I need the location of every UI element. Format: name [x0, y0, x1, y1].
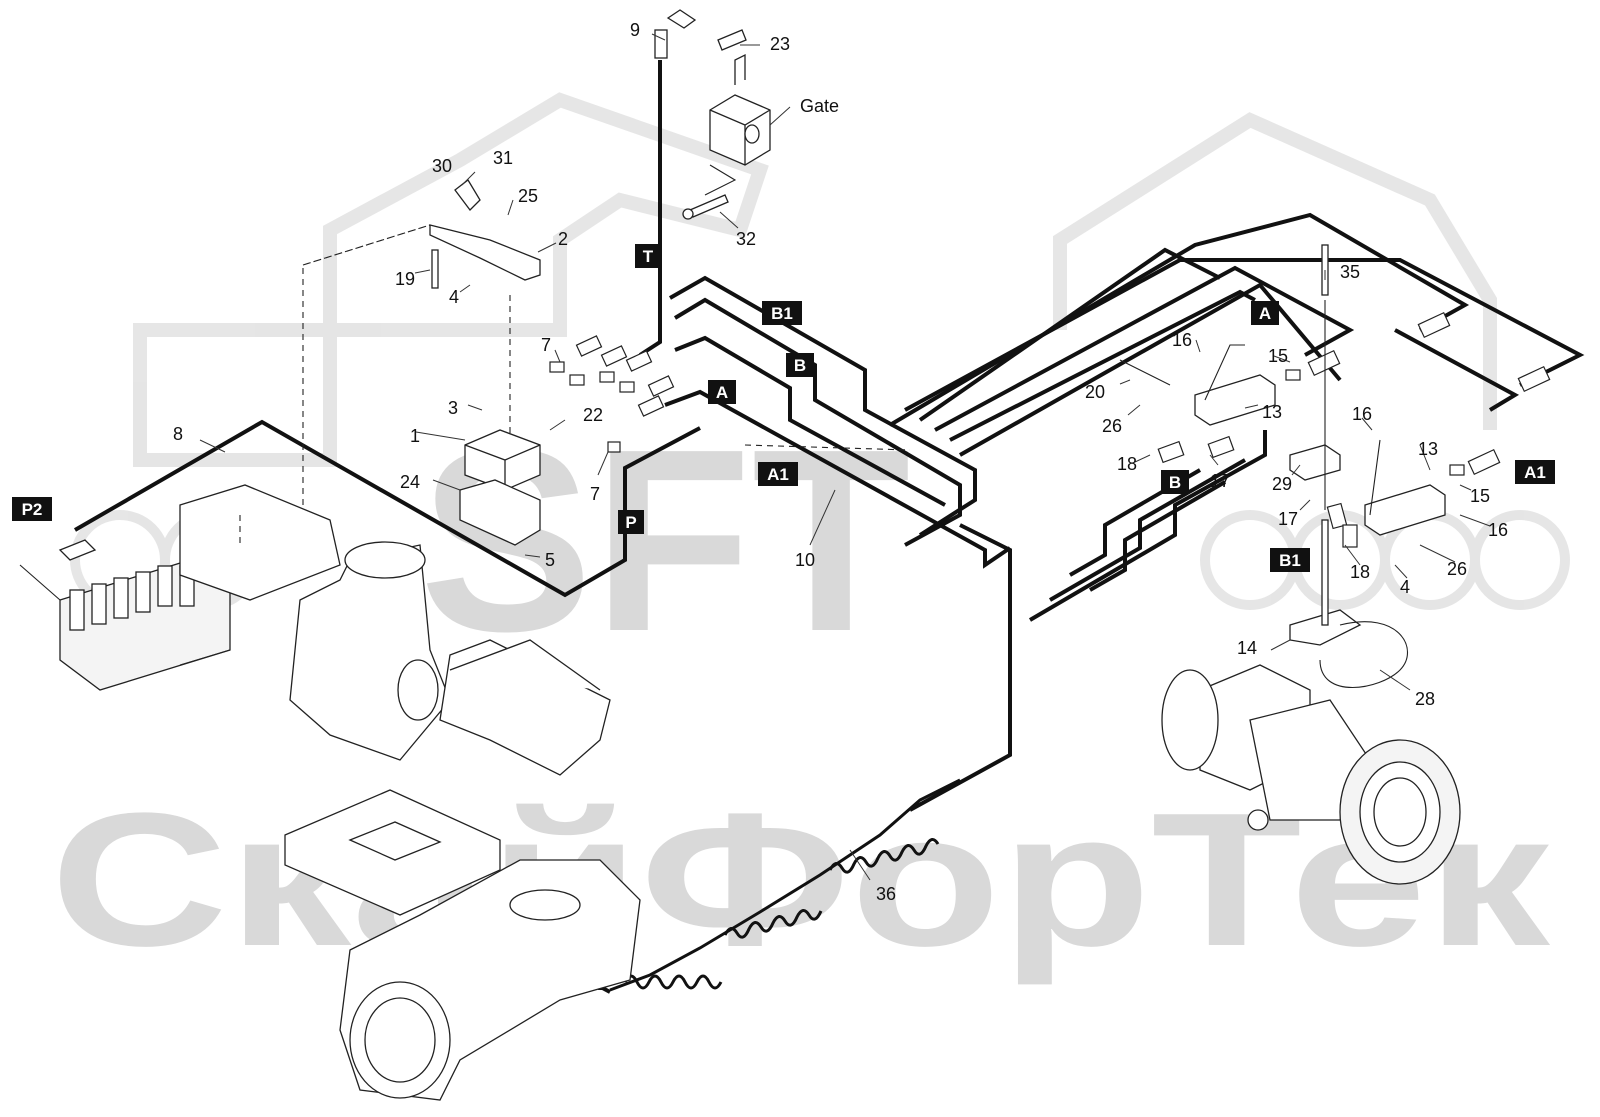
callout-7-top: 7	[541, 335, 551, 355]
pipe-right-3	[888, 212, 1470, 427]
callout-13-a: 13	[1262, 402, 1282, 422]
pipe-right-lower-3	[1069, 468, 1202, 577]
port-tags: T B1 B A A1 P P2 A B A1 B1	[12, 244, 1555, 572]
callout-8: 8	[173, 424, 183, 444]
front-axle	[284, 789, 641, 1101]
callout-32: 32	[736, 229, 756, 249]
svg-text:B: B	[1169, 473, 1181, 492]
svg-text:T: T	[643, 247, 654, 266]
callout-24: 24	[400, 472, 420, 492]
callout-7-bottom: 7	[590, 484, 600, 504]
pipe-b1	[669, 275, 977, 537]
callout-16-a: 16	[1172, 330, 1192, 350]
port-tag-a1-right: A1	[1515, 460, 1555, 484]
pipe-p2	[73, 419, 701, 598]
callouts: 9 23 Gate 30 31 25 2 19 4 32 7 3 22 1 7 …	[173, 20, 1508, 904]
callout-19: 19	[395, 269, 415, 289]
callout-13-b: 13	[1418, 439, 1438, 459]
pipe-b	[673, 297, 962, 547]
pipe-a	[674, 335, 946, 507]
callout-18-a: 18	[1117, 454, 1137, 474]
callout-26-a: 26	[1102, 416, 1122, 436]
hose-36-spiral	[609, 778, 961, 992]
svg-text:B: B	[794, 356, 806, 375]
svg-text:A: A	[1259, 304, 1271, 323]
callout-31: 31	[493, 148, 513, 168]
callout-4-right: 4	[1400, 577, 1410, 597]
svg-text:B1: B1	[1279, 551, 1301, 570]
pipe-right-4	[934, 265, 1355, 432]
callout-15-b: 15	[1470, 486, 1490, 506]
transfer-gearbox	[179, 484, 611, 776]
callout-30: 30	[432, 156, 452, 176]
callout-20: 20	[1085, 382, 1105, 402]
fitting-cluster	[549, 335, 675, 453]
leader-lines	[199, 33, 1491, 881]
rear-axle	[1161, 664, 1461, 885]
pipe-right-lower-4	[1089, 480, 1227, 592]
callout-9: 9	[630, 20, 640, 40]
callout-22: 22	[583, 405, 603, 425]
callout-23: 23	[770, 34, 790, 54]
port-tag-p2: P2	[12, 497, 52, 521]
svg-text:A: A	[716, 383, 728, 402]
callout-16-b: 16	[1352, 404, 1372, 424]
callout-3: 3	[448, 398, 458, 418]
hydraulic-pipes	[73, 60, 1585, 994]
port-tag-b-left: B	[786, 353, 814, 377]
pipe-a1	[664, 389, 1012, 569]
callout-16-c: 16	[1488, 520, 1508, 540]
callout-1: 1	[410, 426, 420, 446]
callout-29: 29	[1272, 474, 1292, 494]
valve-block-1	[429, 179, 541, 546]
callout-18-b: 18	[1350, 562, 1370, 582]
port-tag-a-left: A	[708, 380, 736, 404]
pipe-right-1	[918, 247, 1221, 422]
callout-14: 14	[1237, 638, 1257, 658]
callout-17-a: 17	[1210, 471, 1230, 491]
callout-5: 5	[545, 550, 555, 570]
port-tag-b1-left: B1	[762, 301, 802, 325]
callout-15-a: 15	[1268, 346, 1288, 366]
callout-gate: Gate	[800, 96, 839, 116]
callout-36: 36	[876, 884, 896, 904]
pipe-return	[909, 523, 1012, 812]
pipe-a1-right	[1394, 328, 1520, 412]
callout-2: 2	[558, 229, 568, 249]
callout-35: 35	[1340, 262, 1360, 282]
svg-text:P: P	[625, 513, 636, 532]
pipe-right-5	[949, 289, 1256, 442]
svg-text:A1: A1	[767, 465, 789, 484]
port-tag-p: P	[618, 510, 644, 534]
callout-17-b: 17	[1278, 509, 1298, 529]
svg-text:P2: P2	[22, 500, 43, 519]
callout-4-left: 4	[449, 287, 459, 307]
pipe-right-lower-2	[1048, 458, 1246, 602]
port-tag-b-right: B	[1161, 470, 1189, 494]
port-tag-a-right: A	[1251, 301, 1279, 325]
callout-25: 25	[518, 186, 538, 206]
port-tag-a1-left: A1	[758, 462, 798, 486]
pipe-right-6	[959, 282, 1342, 457]
callout-28: 28	[1415, 689, 1435, 709]
port-tag-b1-right: B1	[1270, 548, 1310, 572]
port-tag-t: T	[635, 244, 661, 268]
callout-10: 10	[795, 550, 815, 570]
control-valve-bank	[19, 559, 231, 691]
callout-26-b: 26	[1447, 559, 1467, 579]
gate-valve	[654, 9, 771, 220]
svg-text:A1: A1	[1524, 463, 1546, 482]
svg-text:B1: B1	[771, 304, 793, 323]
